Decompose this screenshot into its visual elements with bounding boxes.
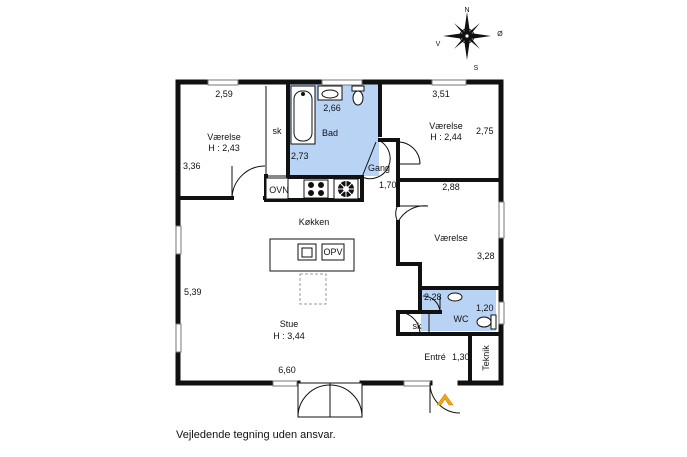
compass-icon [443,12,491,60]
dim-living-width: 6,60 [278,365,296,375]
disclaimer-text: Vejledende tegning uden ansvar. [176,429,336,441]
bath-name: Bad [322,128,338,138]
dim-bath-width: 2,66 [323,103,341,113]
compass-north: N [464,7,469,14]
dishwasher-label: OPV [323,247,342,257]
dining-table [299,273,327,305]
room3-name: Værelse [434,233,468,243]
kitchen-counter [265,177,329,200]
room2-name: Værelse [429,121,463,131]
wc-sink-icon [447,292,463,302]
wc-toilet-icon [476,314,497,330]
dim-living-length: 5,39 [184,287,202,297]
entry-closet [398,312,430,334]
bathtub [290,85,316,145]
room2-height: H : 2,44 [430,132,462,142]
windows [175,79,505,387]
dim-room1-width: 2,59 [215,89,233,99]
interior-walls [179,80,501,385]
dim-entry-width: 1,30 [452,352,470,362]
dim-bath-length: 2,73 [291,151,309,161]
bath-toilet-icon [351,85,365,106]
dim-room3-length: 3,28 [477,251,495,261]
living-name: Stue [280,319,299,329]
thin-walls [265,86,288,177]
wc-name: WC [454,314,469,324]
dim-room2-length: 2,75 [476,126,494,136]
oven-label: OVN [269,185,289,195]
dim-wc-width: 2,28 [424,292,442,302]
room1-height: H : 2,43 [208,143,240,153]
living-height: H : 3,44 [273,331,305,341]
dim-room1-length: 3,36 [183,161,201,171]
bath-sink-icon [317,85,343,101]
closet1-label: sk [273,126,283,136]
dim-hall-width: 1,70 [379,180,397,190]
range-hood-fan-icon [333,178,359,200]
dim-wc-length: 1,20 [476,303,494,313]
tech-name: Teknik [481,345,491,371]
dim-room2-width: 3,51 [432,89,450,99]
dim-room3-width: 2,88 [442,182,460,192]
room1-name: Værelse [207,132,241,142]
kitchen-name: Køkken [299,217,330,227]
entry-arrow-icon [436,393,454,406]
compass-west: V [436,41,441,48]
compass-east: Ø [497,31,503,38]
compass-south: S [474,65,479,72]
hall-name: Gang [368,163,390,173]
doors [231,139,461,418]
kitchen-island [269,238,355,272]
entry-name: Entré [424,352,446,362]
closet2-label: sk [413,321,423,331]
